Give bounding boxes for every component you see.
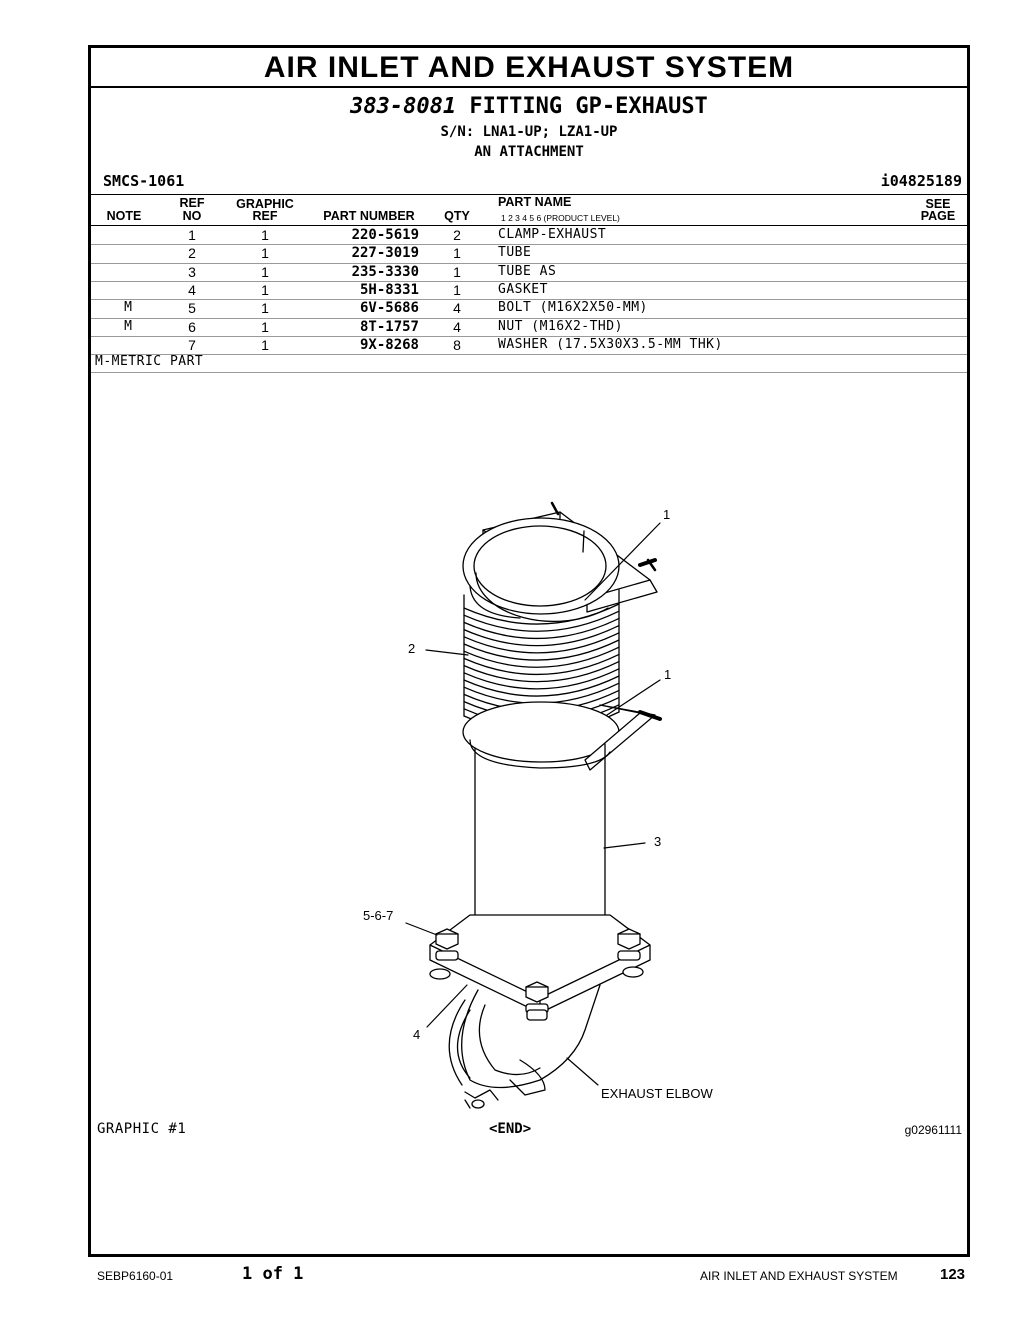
part-group-number[interactable]: 383-8081 bbox=[350, 94, 457, 119]
col-part-name: PART NAME bbox=[498, 195, 572, 209]
leader-lines bbox=[405, 522, 661, 1086]
row-part-number[interactable]: 6V-5686 bbox=[359, 300, 419, 317]
bolts bbox=[429, 928, 644, 1021]
row-graphic-ref: 1 bbox=[261, 318, 269, 335]
col-graphic-top: GRAPHIC bbox=[236, 197, 294, 211]
row-part-number[interactable]: 9X-8268 bbox=[359, 336, 419, 353]
row-part-number[interactable]: 220-5619 bbox=[351, 227, 419, 243]
graphic-caption: GRAPHIC #1 bbox=[97, 1121, 187, 1137]
footer-page-number: 123 bbox=[940, 1266, 966, 1283]
row-part-name: GASKET bbox=[498, 281, 548, 297]
footer-document-number: SEBP6160-01 bbox=[97, 1269, 174, 1283]
table-row: 4 1 5H-8331 1 GASKET bbox=[91, 281, 967, 299]
row-part-name: TUBE bbox=[498, 245, 532, 261]
callout-1-upper: 1 bbox=[663, 507, 670, 522]
part-group-name: FITTING GP-EXHAUST bbox=[469, 94, 708, 119]
row-ref-no: 5 bbox=[188, 300, 196, 317]
row-rule bbox=[91, 262, 967, 264]
footnote: M-METRIC PART bbox=[95, 354, 204, 369]
table-row: 1 1 220-5619 2 CLAMP-EXHAUST bbox=[91, 226, 967, 244]
col-part-number: PART NUMBER bbox=[323, 209, 415, 223]
exhaust-elbow bbox=[448, 984, 601, 1109]
row-rule bbox=[91, 335, 967, 337]
row-rule bbox=[91, 299, 967, 301]
smcs-code: SMCS-1061 bbox=[103, 172, 185, 190]
lower-clamp bbox=[462, 701, 662, 771]
row-part-name: NUT (M16X2-THD) bbox=[498, 318, 623, 334]
attachment-label: AN ATTACHMENT bbox=[474, 144, 584, 160]
row-ref-no: 3 bbox=[188, 263, 196, 280]
row-note: M bbox=[124, 300, 132, 316]
col-graphic-bottom: REF bbox=[252, 209, 278, 223]
row-ref-no: 4 bbox=[188, 281, 196, 298]
row-part-name: WASHER (17.5X30X3.5-MM THK) bbox=[498, 336, 723, 352]
col-see-bottom: PAGE bbox=[920, 209, 956, 223]
row-qty: 4 bbox=[453, 300, 461, 317]
graphic-id: g02961111 bbox=[904, 1123, 962, 1137]
row-rule bbox=[91, 280, 967, 282]
row-rule bbox=[91, 317, 967, 319]
row-part-name: CLAMP-EXHAUST bbox=[498, 227, 607, 242]
col-see-top: SEE bbox=[925, 197, 951, 211]
row-ref-no: 1 bbox=[188, 227, 196, 243]
row-ref-no: 6 bbox=[188, 318, 196, 335]
callout-3: 3 bbox=[654, 834, 661, 849]
row-graphic-ref: 1 bbox=[261, 336, 269, 353]
callout-5-6-7: 5-6-7 bbox=[363, 908, 393, 923]
page-frame: AIR INLET AND EXHAUST SYSTEM 383-8081 FI… bbox=[88, 45, 970, 1257]
row-part-number[interactable]: 235-3330 bbox=[351, 263, 419, 280]
part-group-heading: 383-8081 FITTING GP-EXHAUST bbox=[91, 94, 967, 119]
serial-numbers: S/N: LNA1-UP; LZA1-UP bbox=[440, 124, 618, 140]
row-graphic-ref: 1 bbox=[261, 281, 269, 298]
row-qty: 2 bbox=[453, 227, 461, 243]
table-row: 7 1 9X-8268 8 WASHER (17.5X30X3.5-MM THK) bbox=[91, 336, 967, 354]
row-graphic-ref: 1 bbox=[261, 245, 269, 262]
row-qty: 8 bbox=[453, 336, 461, 353]
row-graphic-ref: 1 bbox=[261, 300, 269, 317]
section-title: AIR INLET AND EXHAUST SYSTEM bbox=[91, 48, 967, 88]
row-qty: 1 bbox=[453, 245, 461, 262]
col-ref-bottom: NO bbox=[182, 209, 202, 223]
row-part-name: BOLT (M16X2X50-MM) bbox=[498, 300, 648, 316]
row-ref-no: 2 bbox=[188, 245, 196, 262]
footnote-rule bbox=[91, 372, 967, 373]
row-note: M bbox=[124, 318, 132, 334]
end-marker: <END> bbox=[489, 1121, 532, 1137]
info-id: i04825189 bbox=[880, 172, 962, 190]
callout-exhaust-elbow: EXHAUST ELBOW bbox=[601, 1086, 713, 1101]
row-part-number[interactable]: 8T-1757 bbox=[359, 318, 419, 335]
row-ref-no: 7 bbox=[188, 336, 196, 353]
col-note: NOTE bbox=[106, 209, 142, 223]
row-graphic-ref: 1 bbox=[261, 227, 269, 243]
callout-4: 4 bbox=[413, 1027, 420, 1042]
footer-section: AIR INLET AND EXHAUST SYSTEM bbox=[700, 1269, 898, 1283]
col-ref-top: REF bbox=[179, 196, 205, 210]
table-row: 2 1 227-3019 1 TUBE bbox=[91, 244, 967, 262]
callout-1-lower: 1 bbox=[664, 667, 671, 682]
callout-2: 2 bbox=[408, 641, 415, 656]
table-row: M 6 1 8T-1757 4 NUT (M16X2-THD) bbox=[91, 318, 967, 336]
col-qty: QTY bbox=[444, 209, 470, 223]
row-part-number[interactable]: 5H-8331 bbox=[359, 281, 419, 298]
footer-page-of: 1 of 1 bbox=[242, 1264, 304, 1284]
col-product-levels: 1 2 3 4 5 6 (PRODUCT LEVEL) bbox=[501, 213, 620, 223]
row-graphic-ref: 1 bbox=[261, 263, 269, 280]
row-rule bbox=[91, 354, 967, 356]
header-rule bbox=[91, 194, 967, 195]
table-row: 3 1 235-3330 1 TUBE AS bbox=[91, 263, 967, 281]
row-rule bbox=[91, 244, 967, 246]
row-qty: 4 bbox=[453, 318, 461, 335]
row-part-number[interactable]: 227-3019 bbox=[351, 245, 419, 262]
callout-labels: 1 2 1 3 5-6-7 4 EXHAUST ELBOW bbox=[363, 507, 713, 1101]
table-row: M 5 1 6V-5686 4 BOLT (M16X2X50-MM) bbox=[91, 299, 967, 317]
table-header-rule bbox=[91, 225, 967, 226]
row-qty: 1 bbox=[453, 281, 461, 298]
row-part-name: TUBE AS bbox=[498, 263, 557, 279]
row-qty: 1 bbox=[453, 263, 461, 280]
